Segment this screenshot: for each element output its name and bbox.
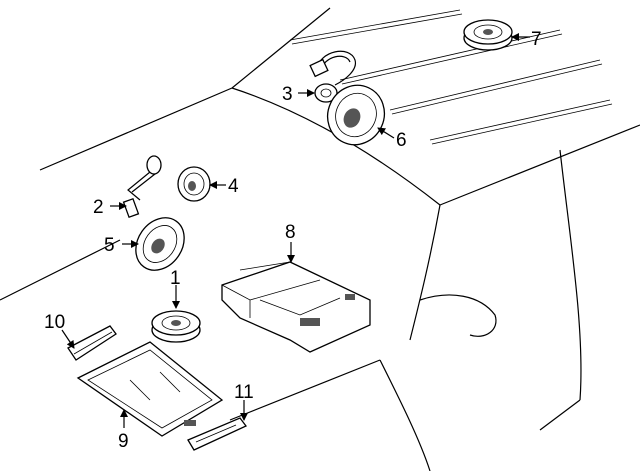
part-11-bracket [187, 417, 248, 451]
part-6-speaker [326, 84, 386, 146]
part-9-panel [76, 341, 224, 437]
part-8-amplifier [221, 261, 371, 353]
callout-2: 2 [93, 197, 104, 218]
callout-3: 3 [282, 84, 293, 105]
callout-11: 11 [234, 382, 254, 403]
part-3-wire-harness [309, 50, 357, 103]
part-10-bracket [67, 325, 117, 361]
vehicle-body-outline [0, 7, 640, 471]
part-1-speaker [151, 310, 201, 343]
callout-5: 5 [104, 235, 115, 256]
part-5-speaker [135, 217, 185, 271]
leader-lines [61, 33, 530, 428]
part-7-speaker [463, 19, 513, 51]
callout-6: 6 [396, 130, 407, 151]
callout-8: 8 [285, 222, 296, 243]
part-2-wire [122, 155, 162, 219]
callout-4: 4 [228, 176, 239, 197]
part-4-tweeter [177, 166, 211, 202]
callout-9: 9 [118, 431, 129, 452]
callout-7: 7 [531, 29, 542, 50]
callout-10: 10 [44, 312, 65, 333]
callout-1: 1 [170, 268, 181, 289]
